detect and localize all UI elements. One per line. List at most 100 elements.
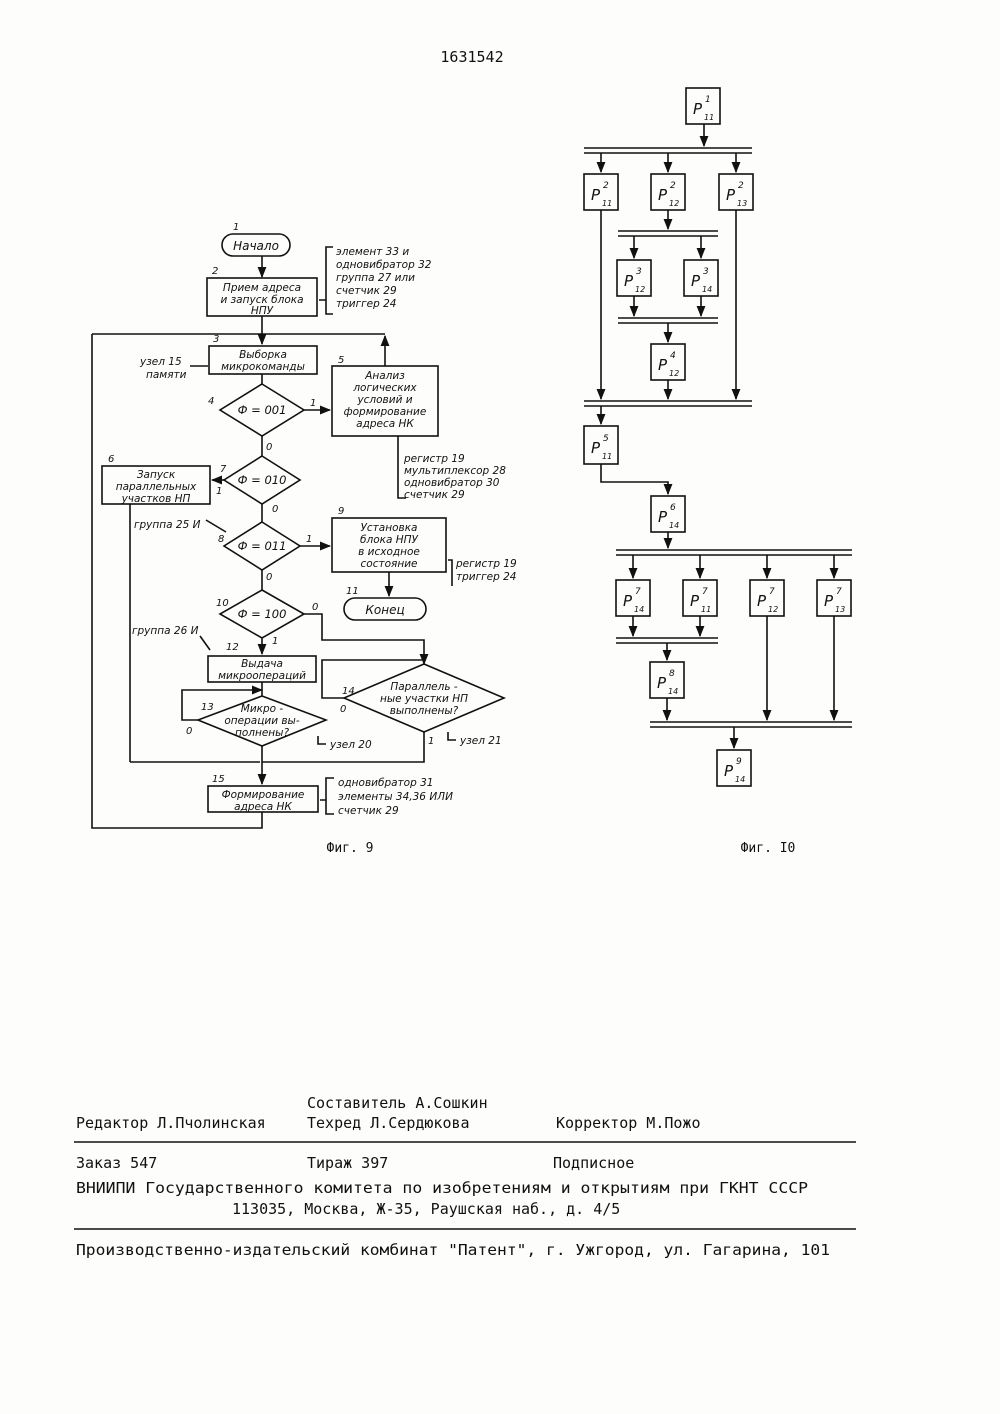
branch-13-no: 0 bbox=[186, 726, 192, 737]
decision-4-label: Ф = 001 bbox=[238, 403, 287, 417]
svg-text:2: 2 bbox=[603, 181, 609, 191]
svg-text:11: 11 bbox=[602, 452, 612, 461]
svg-text:P: P bbox=[824, 592, 834, 610]
note-5-line-4: счетчик 29 bbox=[404, 489, 465, 501]
branch-4-yes: 1 bbox=[310, 398, 316, 409]
svg-text:2: 2 bbox=[670, 181, 676, 191]
svg-text:14: 14 bbox=[634, 605, 644, 614]
bus-5 bbox=[616, 550, 852, 555]
block-9-line-2: блока НПУ bbox=[360, 534, 419, 546]
block-5-line-1: Анализ bbox=[364, 370, 405, 382]
fig10-node-r5: P5 11 bbox=[584, 426, 618, 464]
block-12-line-2: микроопераций bbox=[218, 670, 306, 682]
branch-10-yes: 1 bbox=[272, 636, 278, 647]
fig10-node-r1: P111 bbox=[686, 88, 720, 124]
bus-6 bbox=[616, 638, 718, 643]
block-5-line-5: адреса НК bbox=[356, 418, 414, 430]
svg-text:7: 7 bbox=[702, 587, 708, 597]
decision-13-line-2: операции вы- bbox=[224, 715, 299, 727]
block-end-label: Конец bbox=[365, 603, 404, 617]
svg-text:P: P bbox=[658, 508, 668, 526]
block-6-line-3: участков НП bbox=[121, 493, 191, 505]
svg-text:12: 12 bbox=[669, 369, 679, 378]
block-3-line-2: микрокоманды bbox=[221, 361, 305, 373]
block-1-number: 1 bbox=[233, 222, 239, 233]
fig10-node-r7c: P7 12 bbox=[750, 580, 784, 616]
branch-7-yes: 1 bbox=[216, 486, 222, 497]
svg-text:13: 13 bbox=[737, 199, 747, 208]
note-15-line-1: одновибратор 31 bbox=[338, 777, 433, 789]
svg-text:12: 12 bbox=[669, 199, 679, 208]
note-9-bracket bbox=[448, 560, 452, 586]
note-2-line-5: триггер 24 bbox=[336, 298, 396, 310]
block-13-number: 13 bbox=[201, 702, 214, 713]
block-12-line-1: Выдача bbox=[241, 658, 283, 670]
block-3-line-1: Выборка bbox=[239, 349, 287, 361]
figure-10-caption: Фиг. I0 bbox=[741, 841, 796, 856]
block-6-number: 6 bbox=[108, 454, 114, 465]
note-15-line-3: счетчик 29 bbox=[338, 805, 399, 817]
svg-text:2: 2 bbox=[738, 181, 744, 191]
fig10-node-r8: P8 14 bbox=[650, 662, 684, 698]
svg-text:P: P bbox=[724, 762, 734, 780]
branch-14-no: 0 bbox=[340, 704, 346, 715]
svg-text:8: 8 bbox=[669, 669, 675, 679]
note-3-line-2: памяти bbox=[146, 369, 187, 381]
imprint-techred: Техред Л.Сердюкова bbox=[307, 1114, 470, 1132]
branch-7-no: 0 bbox=[272, 504, 278, 515]
bus-4 bbox=[584, 401, 752, 406]
svg-text:P: P bbox=[691, 272, 701, 290]
note-14-line-1: узел 21 bbox=[459, 735, 502, 747]
note-2-line-4: счетчик 29 bbox=[336, 285, 397, 297]
fig10-node-r7d: P713 bbox=[817, 580, 851, 616]
fig10-node-r2c: P213 bbox=[719, 174, 753, 210]
note-5-line-2: мультиплексор 28 bbox=[404, 465, 506, 477]
svg-text:7: 7 bbox=[769, 587, 775, 597]
block-9-line-1: Установка bbox=[361, 522, 418, 534]
note-5-line-3: одновибратор 30 bbox=[404, 477, 500, 489]
svg-text:P: P bbox=[591, 186, 601, 204]
svg-text:5: 5 bbox=[603, 434, 609, 444]
svg-text:14: 14 bbox=[668, 687, 678, 696]
svg-text:P: P bbox=[658, 186, 668, 204]
note-2-line-3: группа 27 или bbox=[336, 272, 415, 284]
imprint-org: ВНИИПИ Государственного комитета по изоб… bbox=[76, 1179, 808, 1197]
note-15-line-2: элементы 34,36 ИЛИ bbox=[338, 791, 453, 803]
block-start-label: Начало bbox=[233, 239, 279, 253]
block-5-line-2: логических bbox=[352, 382, 417, 394]
fig10-node-r4: P412 bbox=[651, 344, 685, 380]
svg-text:P: P bbox=[658, 356, 668, 374]
block-4-number: 4 bbox=[208, 396, 214, 407]
fig10-node-r3a: P312 bbox=[617, 260, 651, 296]
svg-text:P: P bbox=[657, 674, 667, 692]
note-13-line-1: узел 20 bbox=[329, 739, 372, 751]
decision-13-line-1: Микро - bbox=[241, 703, 284, 715]
fig10-edges bbox=[601, 124, 834, 748]
svg-text:P: P bbox=[757, 592, 767, 610]
block-5-line-3: условий и bbox=[356, 394, 412, 406]
block-6-line-1: Запуск bbox=[137, 469, 176, 481]
fig10-node-r7a: P714 bbox=[616, 580, 650, 616]
bus-2 bbox=[618, 231, 718, 236]
svg-text:14: 14 bbox=[669, 521, 679, 530]
imprint-subscription: Подписное bbox=[553, 1154, 634, 1172]
note-2-line-1: элемент 33 и bbox=[336, 246, 409, 258]
svg-text:12: 12 bbox=[768, 605, 778, 614]
decision-14-line-1: Параллель - bbox=[390, 681, 458, 693]
imprint-circulation: Тираж 397 bbox=[307, 1154, 388, 1172]
block-14-number: 14 bbox=[342, 686, 355, 697]
note-2-bracket bbox=[319, 247, 333, 314]
svg-text:7: 7 bbox=[635, 587, 641, 597]
svg-text:3: 3 bbox=[636, 267, 642, 277]
fig10-node-r6: P614 bbox=[651, 496, 685, 532]
svg-text:1: 1 bbox=[705, 95, 711, 105]
block-2-number: 2 bbox=[212, 266, 218, 277]
branch-10-no: 0 bbox=[312, 602, 318, 613]
bus-1 bbox=[584, 148, 752, 153]
imprint-corrector: Корректор М.Пожо bbox=[556, 1114, 701, 1132]
svg-text:P: P bbox=[591, 439, 601, 457]
imprint-order: Заказ 547 bbox=[76, 1154, 157, 1172]
bus-3 bbox=[618, 318, 718, 323]
